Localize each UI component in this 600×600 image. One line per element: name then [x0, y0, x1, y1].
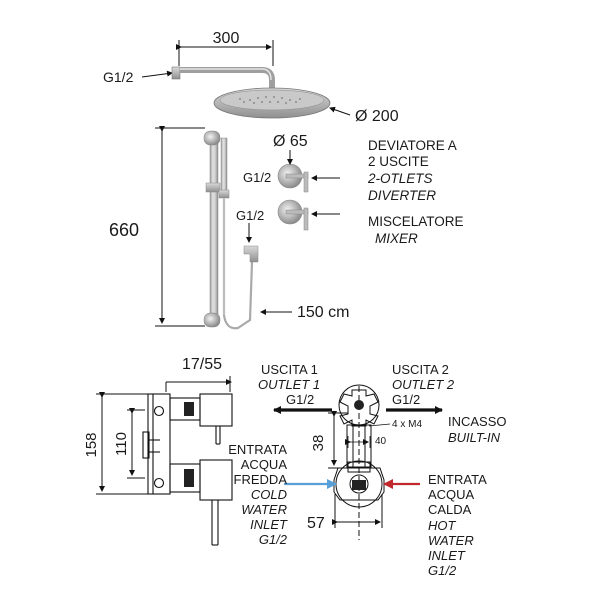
spacing-vertical-label: 38 — [310, 435, 327, 452]
bar-height-label: 660 — [109, 220, 139, 240]
height-inner-label: 110 — [113, 432, 130, 456]
hose-length-label: 150 cm — [297, 304, 349, 321]
hot-inlet-en-2: WATER — [428, 533, 474, 548]
width-label: 57 — [307, 515, 325, 532]
outlet1-en: OUTLET 1 — [258, 377, 320, 392]
depth-label: 17/55 — [182, 356, 222, 373]
outlet2-conn: G1/2 — [392, 392, 420, 407]
diverter-label-it-2: 2 USCITE — [368, 154, 429, 169]
width-dimension — [332, 494, 383, 528]
cold-inlet-line-3: FREDDA — [234, 472, 288, 487]
diverter-label-en-1: 2-OTLETS — [367, 171, 433, 186]
spacing-vertical-dimension — [328, 411, 348, 469]
hot-inlet-line-1: ENTRATA — [428, 472, 487, 487]
outlet1-it: USCITA 1 — [261, 362, 318, 377]
height-total-dimension — [96, 392, 148, 495]
cold-inlet-en-2: WATER — [241, 502, 287, 517]
outlet2-en: OUTLET 2 — [392, 377, 455, 392]
spacing-small-dimension — [345, 436, 371, 448]
arm-connection-label: G1/2 — [103, 69, 134, 85]
mixer-connection-label: G1/2 — [236, 208, 264, 223]
cold-inlet-line-1: ENTRATA — [228, 442, 287, 457]
diverter-label-en-2: DIVERTER — [368, 188, 436, 203]
valve-body-side-dark — [184, 402, 194, 487]
hot-inlet-line-2: ACQUA — [428, 487, 475, 502]
arm-connection-leader — [141, 70, 173, 78]
diverter-connection-label: G1/2 — [243, 170, 271, 185]
mixer-label-en: MIXER — [375, 231, 418, 246]
screws-label: 4 x M4 — [392, 419, 422, 430]
head-diameter-leader — [329, 106, 351, 116]
cold-inlet-en-3: INLET — [250, 517, 288, 532]
screws-leader — [368, 423, 391, 427]
valve-body-front-dark — [352, 400, 366, 490]
hot-inlet-line-3: CALDA — [428, 502, 472, 517]
outlet1-conn: G1/2 — [286, 392, 314, 407]
hot-inlet-en-1: HOT — [428, 518, 457, 533]
mixer-valve — [277, 199, 309, 231]
height-total-label: 158 — [83, 432, 100, 457]
cold-inlet-line-2: ACQUA — [241, 457, 288, 472]
valve-body-front — [333, 384, 385, 540]
mixer-label-it: MISCELATORE — [368, 214, 464, 229]
arm-dimension — [176, 40, 274, 66]
bar-height-dimension — [155, 126, 205, 327]
builtin-it: INCASSO — [448, 414, 507, 429]
hot-inlet-en-4: G1/2 — [428, 563, 457, 578]
hot-inlet-en-3: INLET — [428, 548, 466, 563]
arm-length-label: 300 — [213, 30, 240, 47]
head-diameter-label: Ø 200 — [355, 108, 399, 125]
depth-dimension — [165, 376, 232, 392]
shower-arm — [171, 66, 275, 96]
height-inner-dimension — [127, 408, 145, 479]
cold-inlet-en-1: COLD — [251, 487, 287, 502]
slide-bar — [203, 130, 259, 330]
cold-inlet-en-4: G1/2 — [259, 532, 288, 547]
builtin-en: BUILT-IN — [448, 430, 501, 445]
diverter-diameter-label: Ø 65 — [273, 133, 308, 150]
valve-body-side — [142, 393, 233, 546]
spacing-small-label: 40 — [375, 436, 387, 447]
diverter-label-it-1: DEVIATORE A — [368, 138, 457, 153]
shower-head — [213, 87, 331, 119]
diverter-valve — [277, 163, 309, 193]
outlet2-it: USCITA 2 — [392, 362, 449, 377]
